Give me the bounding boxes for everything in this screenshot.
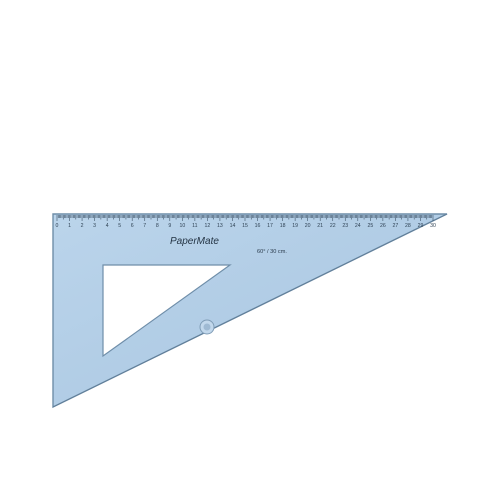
ruler-number: 9 <box>168 223 171 229</box>
ruler-number: 20 <box>305 223 311 229</box>
ruler-number: 5 <box>118 223 121 229</box>
ruler-number: 7 <box>143 223 146 229</box>
ruler-number: 12 <box>205 223 211 229</box>
ruler-number: 1 <box>68 223 71 229</box>
ruler-number: 14 <box>230 223 236 229</box>
ruler-number: 29 <box>418 223 424 229</box>
ruler-number: 19 <box>292 223 298 229</box>
ruler-number: 11 <box>192 223 197 229</box>
ruler-number: 21 <box>317 223 323 229</box>
ruler-number: 16 <box>255 223 261 229</box>
ruler-number: 10 <box>179 223 185 229</box>
ruler-number: 26 <box>380 223 386 229</box>
ruler-number: 0 <box>56 223 59 229</box>
ruler-number: 25 <box>367 223 373 229</box>
brand-logo: PaperMate <box>170 236 219 247</box>
set-square-edge <box>52 213 448 408</box>
ruler-number: 24 <box>355 223 361 229</box>
ruler-number: 15 <box>242 223 248 229</box>
ruler-number: 6 <box>131 223 134 229</box>
ruler-number: 30 <box>430 223 436 229</box>
ruler-number: 22 <box>330 223 336 229</box>
ruler-number: 4 <box>106 223 109 229</box>
ruler-number: 2 <box>81 223 84 229</box>
finger-hole-inner <box>203 323 211 331</box>
ruler-number: 8 <box>156 223 159 229</box>
ruler-number: 3 <box>93 223 96 229</box>
ruler-number: 27 <box>393 223 399 229</box>
triangle-cutout <box>102 264 232 358</box>
spec-label: 60° / 30 cm. <box>257 249 287 255</box>
ruler-number: 28 <box>405 223 411 229</box>
ruler-number: 17 <box>267 223 273 229</box>
ruler-number: 23 <box>342 223 348 229</box>
ruler-number: 18 <box>280 223 286 229</box>
ruler-number: 13 <box>217 223 223 229</box>
